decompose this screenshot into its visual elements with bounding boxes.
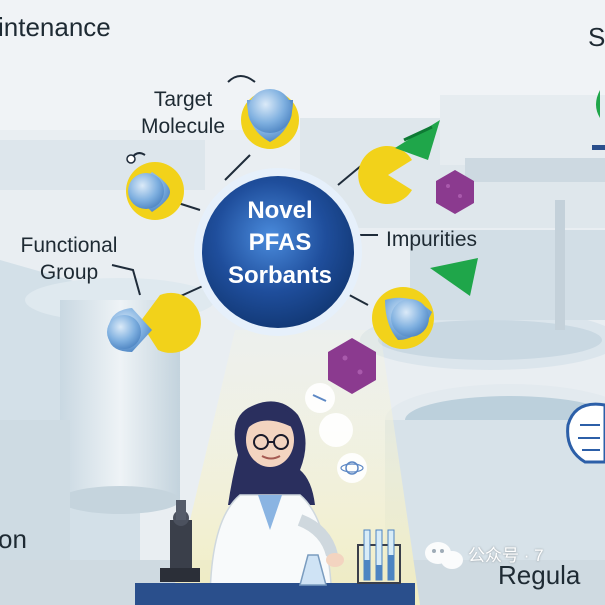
impurity-texture: [342, 184, 462, 375]
top-left-edge-label: intenance: [0, 12, 111, 42]
watermark-text: 公众号 · 7: [468, 546, 544, 565]
center-title-line2: PFAS: [248, 229, 312, 257]
hand-partial-icon: [566, 402, 605, 464]
center-title: Novel PFAS Sorbants: [205, 195, 355, 292]
sorbent-left-lower: [107, 264, 201, 353]
functional-group-label-line2: Group: [39, 261, 99, 285]
sorbent-right-upper: [358, 120, 440, 204]
watermark-logo: [425, 542, 463, 569]
bottom-right-edge-label: Regula: [498, 560, 581, 590]
target-molecule-label-line1: Target: [153, 88, 213, 111]
lab-bench: [135, 500, 415, 605]
bottom-left-edge-label: on: [0, 524, 27, 554]
impurity-hexagon-upper: [436, 170, 474, 214]
center-title-line1: Novel: [247, 197, 313, 224]
center-circle: [202, 176, 354, 328]
functional-group-label-line1: Functional: [20, 234, 118, 257]
sorbent-right-lower: [372, 287, 434, 349]
target-molecule-label: Target Molecule: [128, 86, 238, 141]
functional-group-label: Functional Group: [4, 232, 134, 287]
target-molecule-node: [227, 75, 299, 149]
top-right-edge-label: S: [588, 22, 605, 52]
sorbent-left-upper: [126, 152, 184, 220]
blue-bar-partial-icon: [592, 145, 605, 150]
target-molecule-label-line2: Molecule: [140, 115, 226, 139]
impurities-label: Impurities: [386, 228, 478, 251]
green-wedge-lower: [430, 258, 478, 296]
thought-bubbles: [305, 383, 367, 483]
center-title-line3: Sorbants: [227, 261, 332, 289]
impurity-hexagon-lower: [328, 338, 376, 394]
green-leaf-partial-icon: [596, 90, 600, 118]
